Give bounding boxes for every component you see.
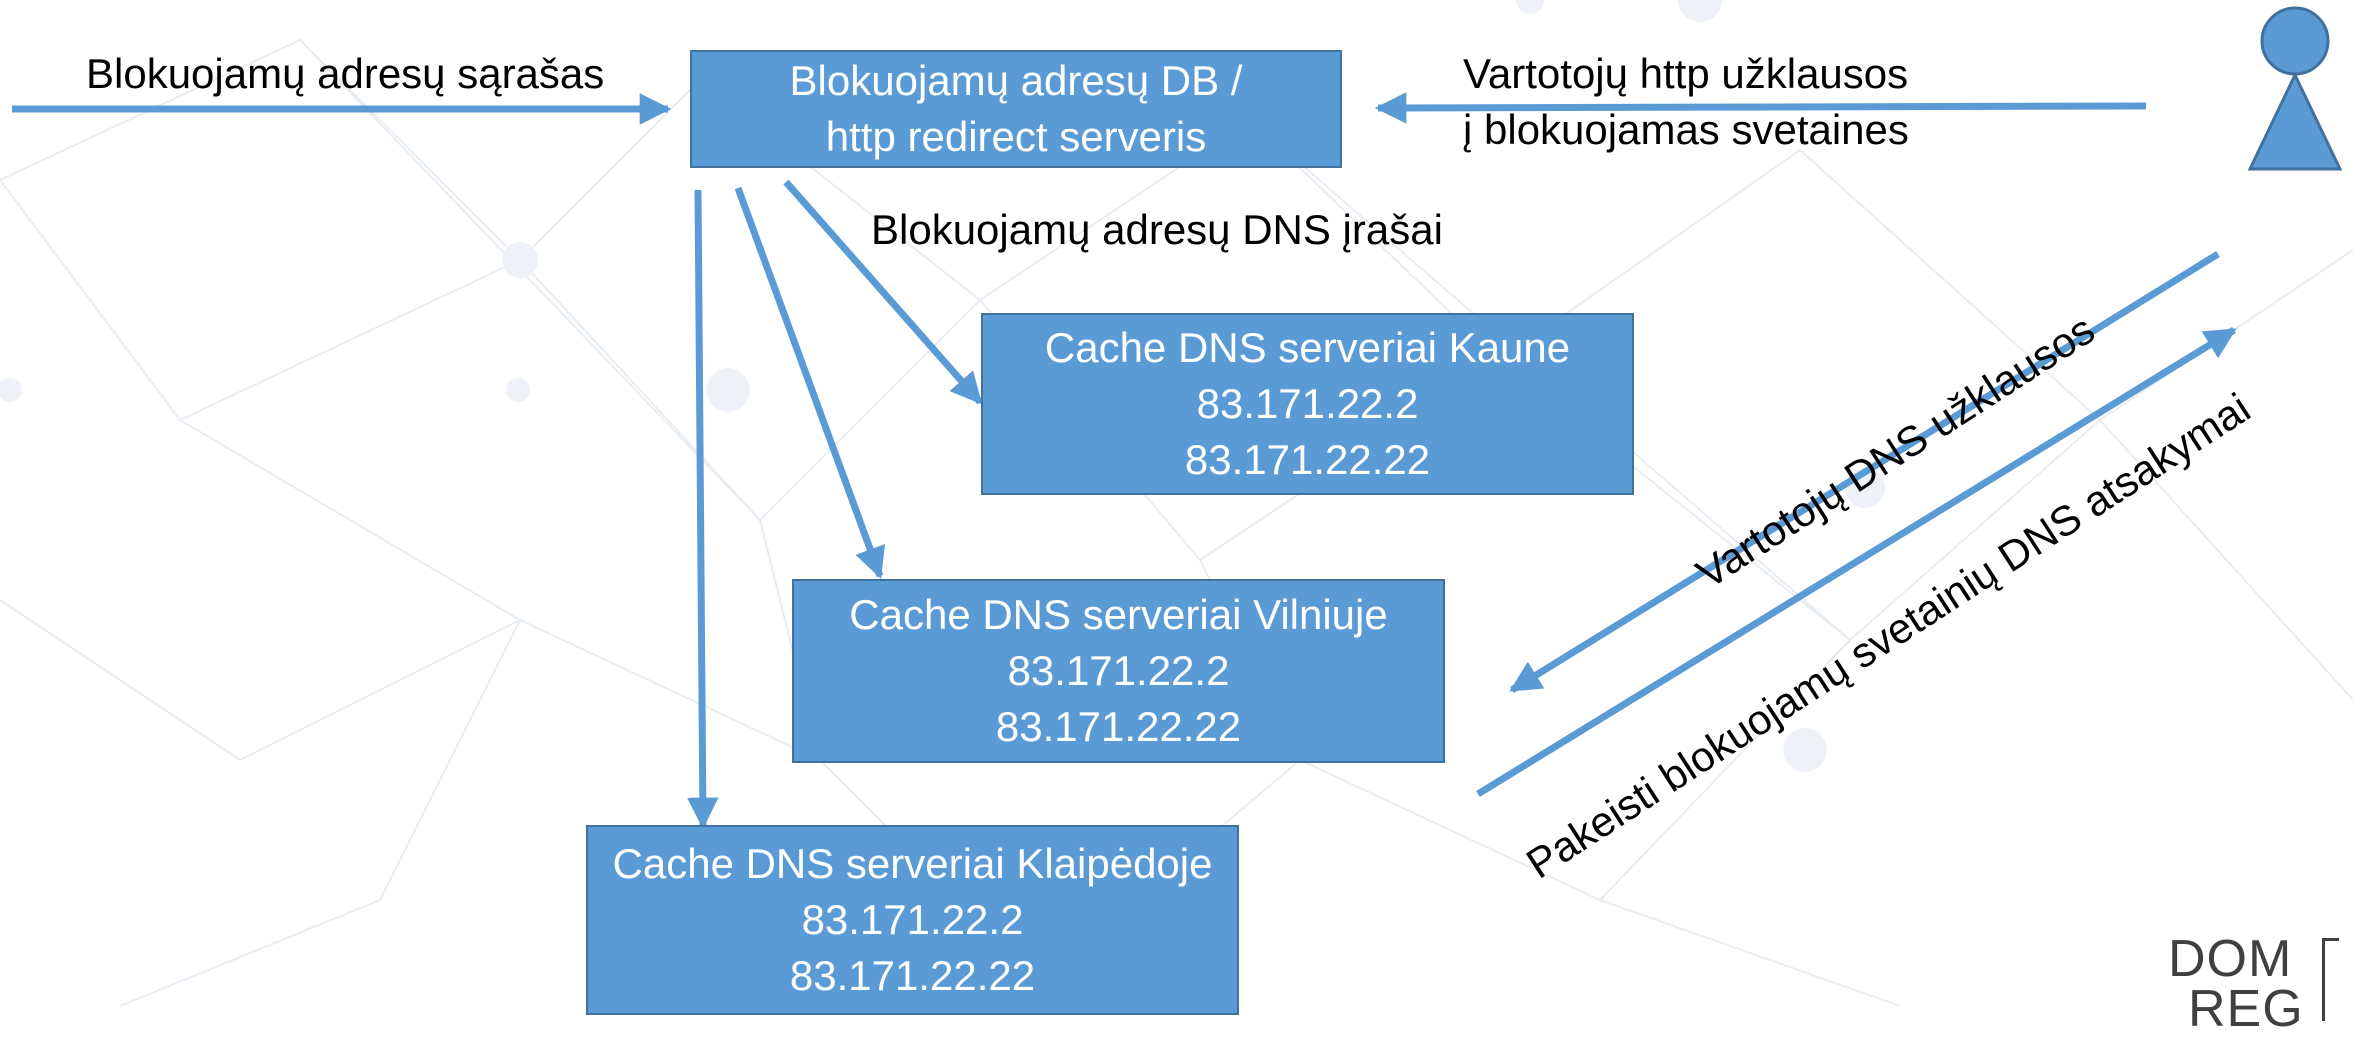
logo-bracket — [2322, 938, 2339, 1021]
arrow-dns-answers — [1476, 327, 2237, 797]
db-redirect-server-box: Blokuojamų adresų DB / http redirect ser… — [690, 50, 1342, 168]
dns-box-title: Cache DNS serveriai Vilniuje — [849, 591, 1388, 638]
blocked-list-label: Blokuojamų adresų sąrašas — [86, 50, 605, 97]
dns-records-label: Blokuojamų adresų DNS įrašai — [871, 206, 1443, 253]
dns-box-ip2: 83.171.22.22 — [1184, 436, 1431, 483]
dns-box-ip1: 83.171.22.2 — [1196, 380, 1419, 427]
user-http-label-line2: į blokuojamas svetaines — [1463, 106, 1909, 153]
logo-line2: REG — [2188, 980, 2304, 1038]
db-box-line1: Blokuojamų adresų DB / — [789, 57, 1243, 104]
dns-box-ip1: 83.171.22.2 — [801, 896, 1024, 943]
arrow-db-to-vilnius — [734, 186, 886, 579]
db-box-line2: http redirect serveris — [825, 113, 1207, 160]
dns-box-ip2: 83.171.22.22 — [995, 703, 1242, 750]
user-http-label-line1: Vartotojų http užklausos — [1463, 50, 1909, 97]
arrow-dns-queries — [1509, 251, 2220, 693]
dns-box-title: Cache DNS serveriai Kaune — [1044, 324, 1571, 371]
arrow-db-to-klaipeda — [687, 189, 719, 830]
dns-box-ip2: 83.171.22.22 — [789, 952, 1036, 999]
person-figure-icon — [2247, 6, 2343, 171]
dns-box-ip1: 83.171.22.2 — [1007, 647, 1230, 694]
dns-box-title: Cache DNS serveriai Klaipėdoje — [612, 840, 1213, 887]
dns-box-vilnius: Cache DNS serveriai Vilniuje 83.171.22.2… — [792, 579, 1445, 763]
logo-line1: DOM — [2168, 930, 2293, 988]
domreg-logo: DOM REG — [2168, 930, 2304, 1038]
dns-box-klaipeda: Cache DNS serveriai Klaipėdoje 83.171.22… — [586, 825, 1239, 1015]
dns-box-kaunas: Cache DNS serveriai Kaune 83.171.22.2 83… — [981, 313, 1634, 495]
arrow-db-to-kaunas — [783, 179, 983, 405]
diagram-arrows — [12, 92, 2237, 830]
arrow-user-to-db — [1374, 92, 2147, 124]
